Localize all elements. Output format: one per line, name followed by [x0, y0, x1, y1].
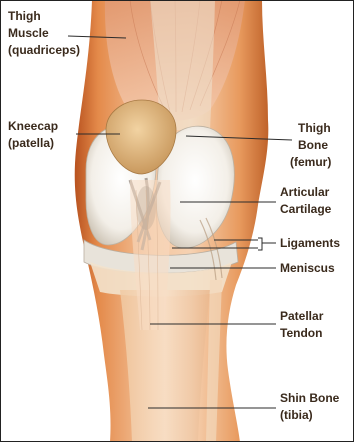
label-ligaments: Ligaments — [280, 236, 340, 250]
label-meniscus: Meniscus — [280, 261, 335, 275]
